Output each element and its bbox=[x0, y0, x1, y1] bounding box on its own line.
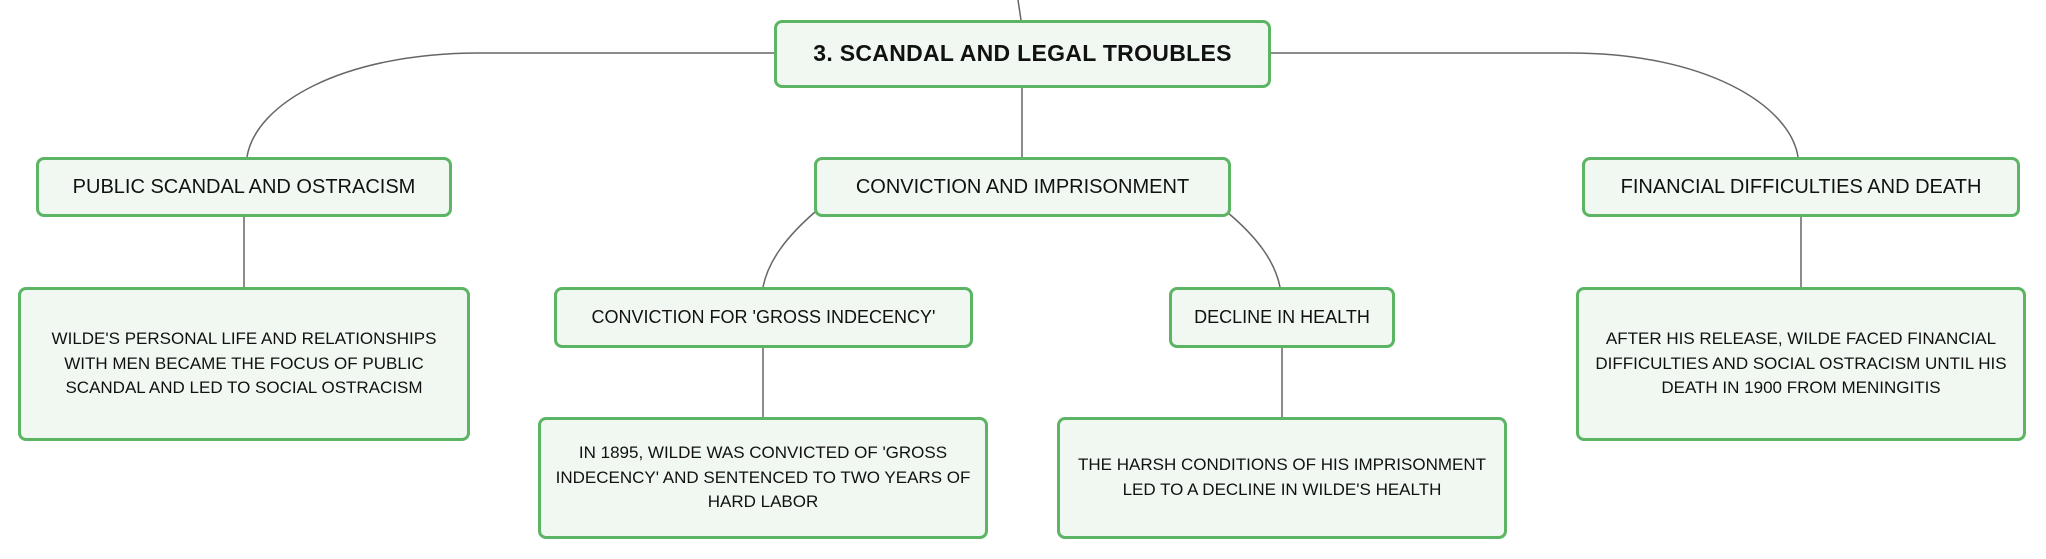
detail-gross-indecency[interactable]: IN 1895, WILDE WAS CONVICTED OF 'GROSS I… bbox=[538, 417, 988, 539]
detail-decline-health[interactable]: THE HARSH CONDITIONS OF HIS IMPRISONMENT… bbox=[1057, 417, 1507, 539]
sub-branch-gross-indecency[interactable]: CONVICTION FOR 'GROSS INDECENCY' bbox=[554, 287, 973, 348]
sub-branch-decline-health[interactable]: DECLINE IN HEALTH bbox=[1169, 287, 1395, 348]
branch-public-scandal[interactable]: PUBLIC SCANDAL AND OSTRACISM bbox=[36, 157, 452, 217]
connector-root-to-public-scandal bbox=[246, 52, 774, 158]
detail-public-scandal[interactable]: WILDE'S PERSONAL LIFE AND RELATIONSHIPS … bbox=[18, 287, 470, 441]
branch-financial-death[interactable]: FINANCIAL DIFFICULTIES AND DEATH bbox=[1582, 157, 2020, 217]
connector-root-incoming bbox=[1017, 0, 1022, 21]
connector-root-to-financial bbox=[1270, 52, 1799, 158]
connector-conviction-to-gross-indecency bbox=[762, 211, 816, 288]
detail-financial-death[interactable]: AFTER HIS RELEASE, WILDE FACED FINANCIAL… bbox=[1576, 287, 2026, 441]
branch-conviction-imprisonment[interactable]: CONVICTION AND IMPRISONMENT bbox=[814, 157, 1231, 217]
root-node[interactable]: 3. SCANDAL AND LEGAL TROUBLES bbox=[774, 20, 1271, 88]
connector-conviction-to-decline bbox=[1226, 211, 1281, 288]
